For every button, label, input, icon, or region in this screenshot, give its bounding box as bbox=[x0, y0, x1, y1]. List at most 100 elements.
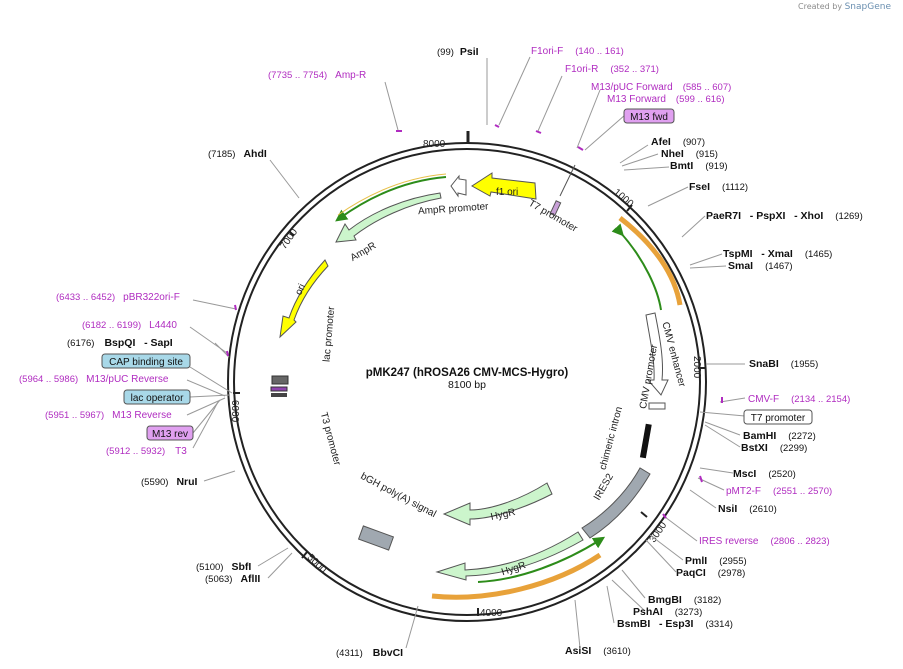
ampr-promoter-label: AmpR promoter bbox=[418, 201, 490, 217]
hygr-orf-green bbox=[477, 536, 606, 583]
box-lac-operator[interactable]: lac operator bbox=[123, 389, 191, 405]
site-tspmi-xmai: TspMI - XmaI(1465) bbox=[723, 248, 832, 260]
bgh-polya-label: bGH poly(A) signal bbox=[359, 471, 438, 520]
site-pmli: PmlI(2955) bbox=[685, 555, 747, 567]
site-fsei: FseI(1112) bbox=[689, 181, 748, 193]
f1-ori-label: f1 ori bbox=[496, 187, 518, 198]
svg-text:lac operator: lac operator bbox=[131, 393, 184, 404]
hygr-label-1: HygR bbox=[490, 507, 517, 523]
ires2-feature[interactable] bbox=[581, 467, 651, 539]
t7-promoter-top-label: T7 promoter bbox=[526, 198, 579, 235]
primer-pmt2-f: pMT2-F(2551 .. 2570) bbox=[726, 486, 832, 497]
cmv-orf-orange bbox=[618, 216, 683, 306]
box-cap-binding-site[interactable]: CAP binding site bbox=[101, 353, 191, 369]
primer-m13-puc-forward: M13/pUC Forward(585 .. 607) bbox=[591, 82, 731, 93]
site-paqci: PaqCI(2978) bbox=[676, 567, 745, 579]
tick-8000: 8000 bbox=[423, 131, 470, 150]
primer-marks bbox=[226, 124, 723, 519]
t7-promoter-top-feature[interactable] bbox=[549, 200, 562, 217]
svg-text:M13 rev: M13 rev bbox=[152, 429, 188, 440]
primer-m13-reverse: (5951 .. 5967)M13 Reverse bbox=[45, 410, 172, 421]
svg-text:5000: 5000 bbox=[305, 552, 329, 576]
tick-4000: 4000 bbox=[477, 608, 503, 619]
site-nsii: NsiI(2610) bbox=[718, 503, 777, 515]
cmv-orf-green bbox=[611, 223, 662, 311]
site-asisi: AsiSI(3610) bbox=[565, 645, 631, 657]
primer-t3: (5912 .. 5932)T3 bbox=[106, 446, 187, 457]
site-pshai: PshAI(3273) bbox=[633, 606, 702, 618]
site-bamhi: BamHI(2272) bbox=[743, 430, 816, 442]
site-paer7i-pspxi-xhoi: PaeR7I - PspXI - XhoI(1269) bbox=[706, 210, 863, 222]
svg-text:T7 promoter: T7 promoter bbox=[751, 413, 806, 424]
hygr-orf-orange bbox=[431, 552, 602, 600]
cmv-enhancer-feature[interactable] bbox=[645, 312, 669, 396]
f1-ori-feature[interactable] bbox=[471, 172, 537, 200]
tick-6000: 6000 bbox=[229, 392, 240, 423]
cap-binding-feature bbox=[270, 386, 288, 392]
chimeric-intron-label: chimeric intron bbox=[598, 406, 625, 472]
site-ahdi: (7185)AhdI bbox=[208, 148, 267, 160]
primer-f1ori-r: F1ori-R(352 .. 371) bbox=[565, 64, 659, 75]
cmv-enhancer-label: CMV enhancer bbox=[659, 321, 687, 389]
cmv-promoter-feature[interactable] bbox=[648, 402, 666, 410]
tick-1000: 1000 bbox=[611, 187, 636, 212]
ampr-orf-line bbox=[335, 176, 447, 222]
ampr-label: AmpR bbox=[349, 240, 379, 263]
site-smai: SmaI(1467) bbox=[728, 260, 793, 272]
svg-text:M13 fwd: M13 fwd bbox=[630, 112, 668, 123]
primer-m13-puc-reverse: (5964 .. 5986)M13/pUC Reverse bbox=[19, 374, 169, 385]
leader-lines bbox=[186, 56, 746, 649]
backbone-inner bbox=[233, 148, 701, 616]
hygr-feature-1[interactable] bbox=[442, 482, 553, 526]
ori-feature[interactable] bbox=[279, 259, 329, 339]
site-sbfi: (5100)SbfI bbox=[196, 561, 251, 573]
svg-text:CAP binding site: CAP binding site bbox=[109, 357, 183, 368]
ampr-promoter-feature[interactable] bbox=[450, 174, 467, 198]
box-t7-promoter[interactable]: T7 promoter bbox=[743, 409, 813, 425]
site-bbvci: (4311)BbvCI bbox=[336, 647, 403, 659]
chimeric-intron-feature[interactable] bbox=[639, 423, 652, 459]
box-m13-fwd[interactable]: M13 fwd bbox=[623, 108, 675, 124]
bgh-polya-feature[interactable] bbox=[357, 525, 395, 551]
site-psii: (99)PsiI bbox=[437, 46, 479, 58]
tick-2000: 2000 bbox=[691, 356, 705, 379]
tick-5000: 5000 bbox=[301, 551, 329, 576]
primer-amp-r: (7735 .. 7754)Amp-R bbox=[268, 70, 366, 81]
primer-ires-reverse: IRES reverse(2806 .. 2823) bbox=[699, 536, 830, 547]
site-aflii: (5063)AflII bbox=[205, 573, 260, 585]
site-bmgbi: BmgBI(3182) bbox=[648, 594, 721, 606]
box-m13-rev[interactable]: M13 rev bbox=[146, 425, 194, 441]
plasmid-name: pMK247 (hROSA26 CMV-MCS-Hygro) bbox=[366, 367, 569, 379]
primer-m13-forward: M13 Forward(599 .. 616) bbox=[607, 94, 725, 105]
site-bspqi-sapi: (6176)BspQI - SapI bbox=[67, 337, 173, 349]
site-nrui: (5590)NruI bbox=[141, 476, 198, 488]
snapgene-logo: SnapGene bbox=[844, 2, 891, 12]
svg-text:4000: 4000 bbox=[480, 608, 503, 619]
lac-promoter-label: lac promoter bbox=[321, 305, 337, 362]
ampr-feature[interactable] bbox=[335, 192, 442, 243]
lac-operator-feature bbox=[271, 393, 287, 397]
site-nhei: NheI(915) bbox=[661, 148, 718, 160]
svg-text:8000: 8000 bbox=[423, 139, 446, 150]
site-bmti: BmtI(919) bbox=[670, 160, 728, 172]
site-bsmbi-esp3i: BsmBI - Esp3I(3314) bbox=[617, 618, 733, 630]
svg-text:6000: 6000 bbox=[229, 400, 240, 423]
primer-f1ori-f: F1ori-F(140 .. 161) bbox=[531, 46, 624, 57]
ori-label: ori bbox=[293, 282, 308, 297]
site-msci: MscI(2520) bbox=[733, 468, 796, 480]
plasmid-size: 8100 bp bbox=[448, 379, 486, 391]
snapgene-brand: Created by SnapGene bbox=[798, 2, 891, 12]
primer-cmv-f: CMV-F(2134 .. 2154) bbox=[748, 394, 850, 405]
site-afei: AfeI(907) bbox=[651, 136, 705, 148]
primer-l4440: (6182 .. 6199)L4440 bbox=[82, 320, 177, 331]
t3-promoter-label: T3 promoter bbox=[318, 411, 343, 467]
site-bstxi: BstXI(2299) bbox=[741, 442, 807, 454]
site-snabi: SnaBI(1955) bbox=[749, 358, 818, 370]
lac-promoter-feature[interactable] bbox=[271, 375, 289, 385]
ires2-label: IRES2 bbox=[592, 472, 616, 503]
primer-pbr322ori-f: (6433 .. 6452)pBR322ori-F bbox=[56, 292, 180, 303]
hygr-label-2: HygR bbox=[500, 560, 527, 578]
hygr-feature-2[interactable] bbox=[435, 531, 584, 581]
svg-text:2000: 2000 bbox=[691, 356, 702, 379]
